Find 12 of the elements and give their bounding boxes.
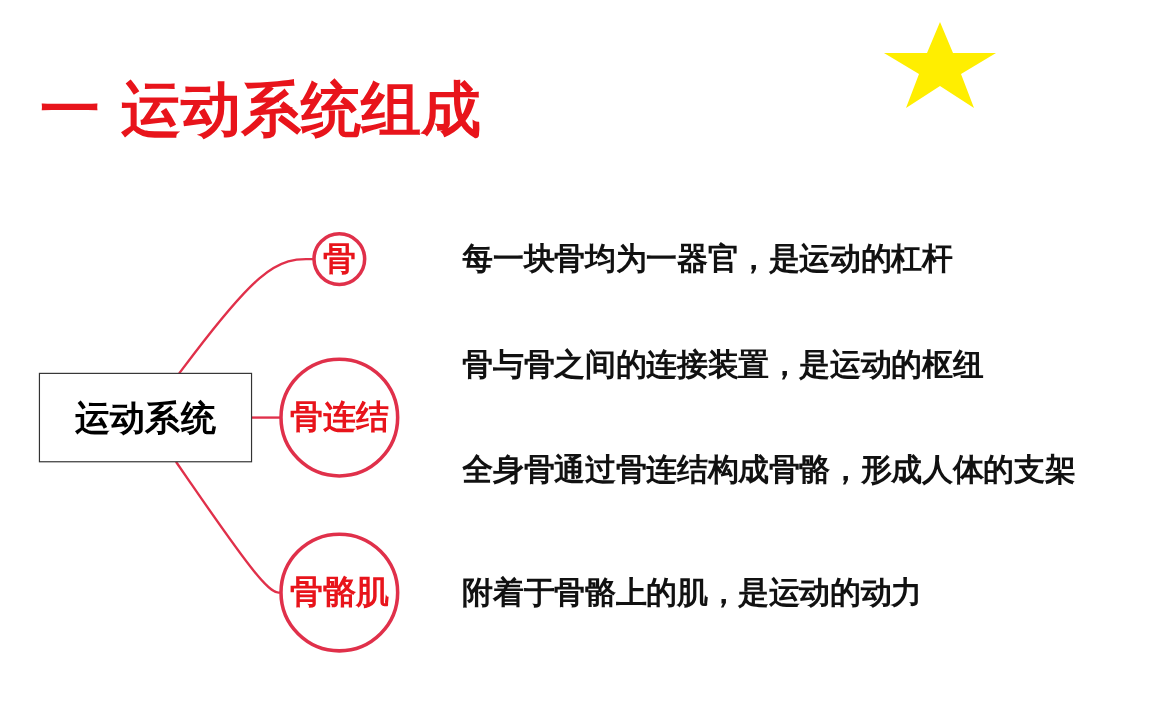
connector — [251, 416, 281, 420]
node-circle: 骨连结 — [279, 357, 400, 478]
node-label: 附着于骨骼上的肌，是运动的动力 — [462, 574, 923, 610]
node-circle: 骨 — [312, 232, 367, 287]
node-label: 每一块骨均为一器官，是运动的杠杆 — [462, 241, 953, 277]
connector — [175, 461, 281, 595]
node-label: 骨与骨之间的连接装置，是运动的枢纽 — [462, 347, 984, 383]
node-circle: 骨骼肌 — [279, 532, 400, 653]
node-label: 全身骨通过骨连结构成骨骼，形成人体的支架 — [462, 452, 1076, 488]
slide-title: 一 运动系统组成 — [40, 73, 481, 146]
connector — [178, 258, 314, 375]
node-box: 运动系统 — [38, 373, 253, 463]
